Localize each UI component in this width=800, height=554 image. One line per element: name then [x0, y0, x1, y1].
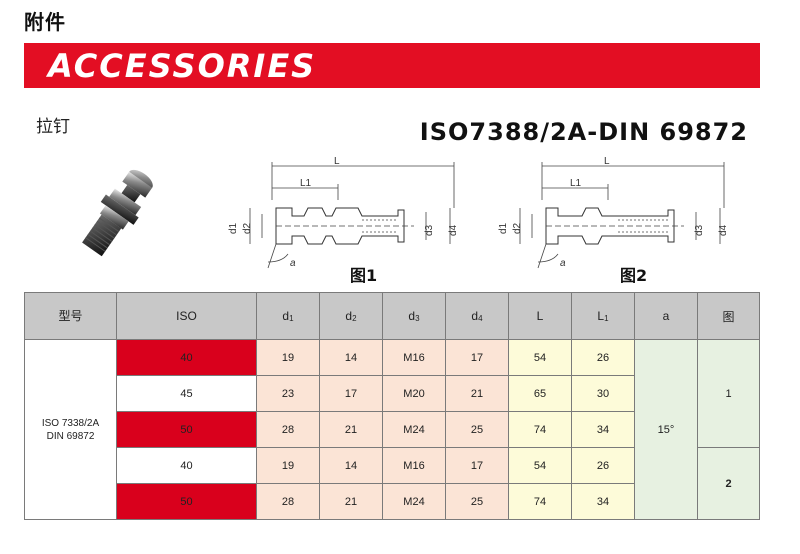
banner-title: ACCESSORIES: [48, 47, 317, 85]
d4-cell: 21: [445, 375, 509, 412]
header-d1: d1: [256, 292, 320, 340]
header-L: L: [508, 292, 572, 340]
table-row: 45 23 17 M20 21 65 30: [25, 375, 760, 412]
fig1-dim-d1: d1: [228, 222, 239, 234]
L1-cell: 34: [571, 411, 635, 448]
d3-cell: M24: [382, 483, 446, 520]
product-name-cn: 拉钉: [36, 117, 70, 137]
iso-cell: 40: [116, 339, 257, 376]
d2-cell: 14: [319, 339, 383, 376]
header-d4: d4: [445, 292, 509, 340]
d1-cell: 28: [256, 411, 320, 448]
header-fig: 图: [697, 292, 760, 340]
technical-drawing-fig1: L L1 d1 d2 d3 d4 a: [228, 156, 459, 269]
L-cell: 74: [508, 483, 572, 520]
header-d2: d2: [319, 292, 383, 340]
d4-cell: 25: [445, 483, 509, 520]
angle-cell: 15°: [634, 339, 698, 520]
d2-cell: 14: [319, 447, 383, 484]
technical-drawing-fig2: L L1 d1 d2 d3 d4 a: [498, 156, 729, 269]
fig2-dim-L1: L1: [570, 178, 582, 189]
fig2-dim-d2: d2: [512, 222, 523, 234]
accessories-banner: ACCESSORIES: [24, 43, 760, 88]
fig1-dim-L: L: [334, 156, 340, 167]
header-a: a: [634, 292, 698, 340]
header-L1: L1: [571, 292, 635, 340]
fig2-label: 图2: [620, 266, 648, 285]
d3-cell: M20: [382, 375, 446, 412]
fig1-dim-L1: L1: [300, 178, 312, 189]
model-cell: ISO 7338/2A DIN 69872: [24, 339, 117, 520]
product-standard: ISO7388/2A-DIN 69872: [419, 118, 748, 146]
fig1-dim-a: a: [290, 258, 296, 269]
d2-cell: 21: [319, 483, 383, 520]
fig1-label: 图1: [350, 266, 378, 285]
header-d3: d3: [382, 292, 446, 340]
fig2-dim-a: a: [560, 258, 566, 269]
table-header-row: 型号 ISO d1 d2 d3 d4 L L1 a 图: [24, 292, 760, 340]
fig1-dim-d4: d4: [448, 224, 459, 236]
fig2-dim-d3: d3: [694, 224, 705, 236]
d2-cell: 21: [319, 411, 383, 448]
table-row: 50 28 21 M24 25 74 34: [25, 411, 760, 448]
iso-cell: 50: [116, 483, 257, 520]
L1-cell: 26: [571, 447, 635, 484]
L1-cell: 30: [571, 375, 635, 412]
iso-cell: 45: [116, 375, 257, 412]
L-cell: 54: [508, 447, 572, 484]
d4-cell: 17: [445, 447, 509, 484]
d4-cell: 17: [445, 339, 509, 376]
d2-cell: 17: [319, 375, 383, 412]
iso-cell: 50: [116, 411, 257, 448]
fig2-dim-d1: d1: [498, 222, 509, 234]
L1-cell: 26: [571, 339, 635, 376]
d1-cell: 23: [256, 375, 320, 412]
iso-cell: 40: [116, 447, 257, 484]
fig2-dim-L: L: [604, 156, 610, 167]
table-row: ISO 7338/2A DIN 69872 40 19 14 M16 17 54…: [24, 339, 760, 520]
fig-cell-2: 2: [697, 447, 760, 520]
header-iso: ISO: [116, 292, 257, 340]
L-cell: 54: [508, 339, 572, 376]
d1-cell: 19: [256, 339, 320, 376]
L-cell: 65: [508, 375, 572, 412]
fig2-dim-d4: d4: [718, 224, 729, 236]
d1-cell: 19: [256, 447, 320, 484]
spec-table: 型号 ISO d1 d2 d3 d4 L L1 a 图 ISO 7338/2A …: [24, 292, 760, 520]
fig1-dim-d2: d2: [242, 222, 253, 234]
pull-stud-photo: [82, 169, 153, 257]
d3-cell: M24: [382, 411, 446, 448]
table-row: 40 19 14 M16 17 54 26 2: [25, 447, 760, 520]
L1-cell: 34: [571, 483, 635, 520]
d3-cell: M16: [382, 339, 446, 376]
L-cell: 74: [508, 411, 572, 448]
table-row: 50 28 21 M24 25 74 34: [25, 483, 760, 520]
d3-cell: M16: [382, 447, 446, 484]
section-title-cn: 附件: [24, 10, 66, 34]
d1-cell: 28: [256, 483, 320, 520]
header-model: 型号: [24, 292, 117, 340]
fig1-dim-d3: d3: [424, 224, 435, 236]
fig-cell-1: 1: [697, 339, 760, 448]
d4-cell: 25: [445, 411, 509, 448]
